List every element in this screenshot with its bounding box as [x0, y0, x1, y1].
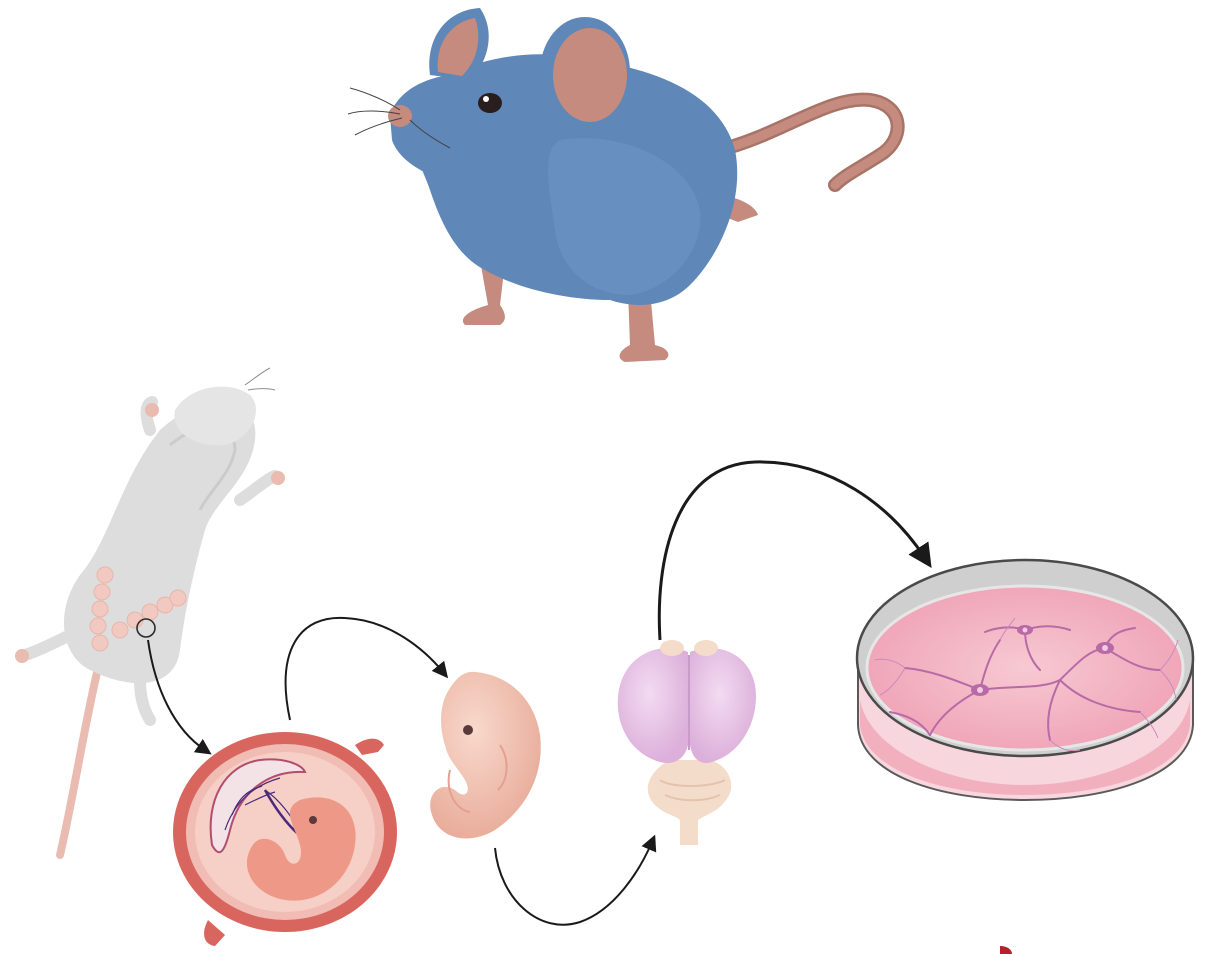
- brain-illustration: [618, 640, 756, 845]
- arrow-embryo-to-brain: [495, 842, 652, 925]
- uterus-embryo-illustration: [173, 732, 397, 946]
- arrow-uterus-to-embryo: [286, 618, 443, 720]
- petri-dish-illustration: [857, 560, 1193, 800]
- corner-fragment: [1000, 946, 1012, 954]
- blue-mouse-illustration: [348, 8, 898, 362]
- embryo-illustration: [430, 672, 541, 839]
